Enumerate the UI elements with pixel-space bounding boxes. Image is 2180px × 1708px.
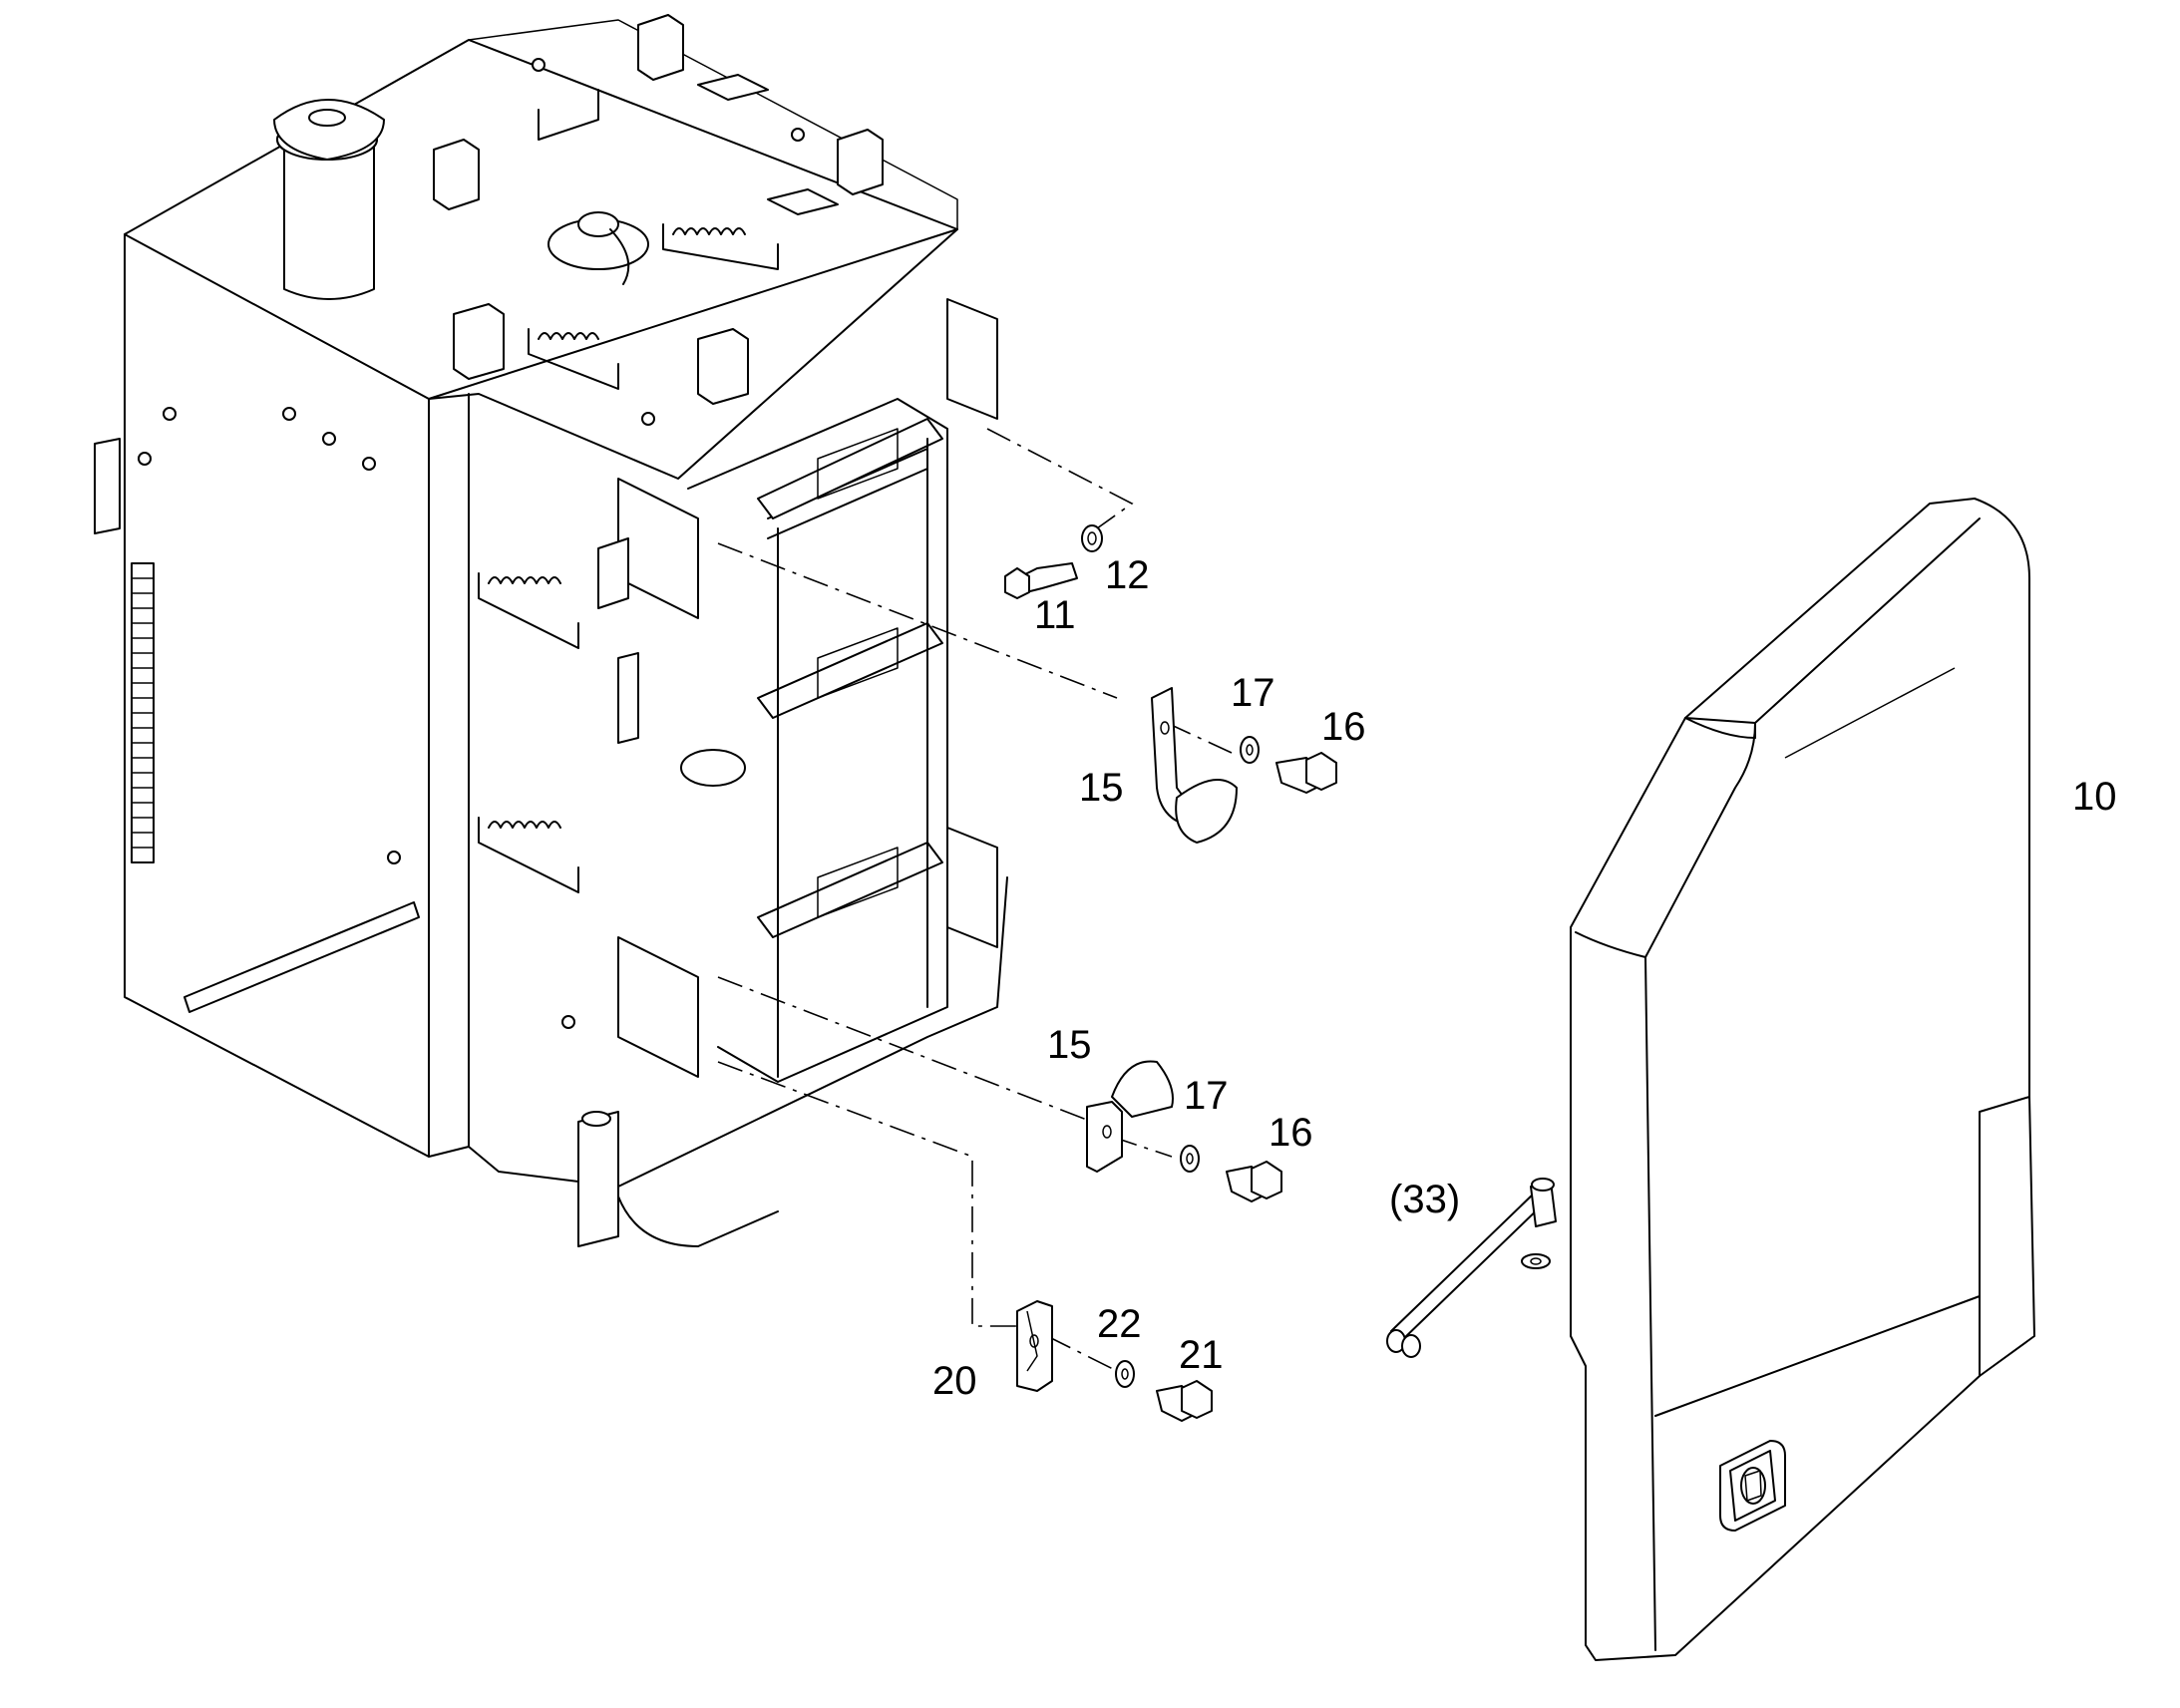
callout-17-lower: 17 (1184, 1074, 1229, 1118)
bolt-16-lower (1226, 1161, 1282, 1202)
washer-17-upper (1240, 736, 1260, 764)
mounting-brackets (597, 298, 998, 1078)
support-rod-33 (1386, 1178, 1557, 1358)
leader-lines (717, 428, 1233, 1372)
tank-frame-assembly (94, 14, 1008, 1247)
callout-17-upper: 17 (1231, 671, 1275, 715)
washer-22 (1115, 1360, 1135, 1388)
callout-labels: 10 11 12 15 15 16 16 17 17 20 21 22 (33) (932, 553, 2117, 1403)
callout-15-upper: 15 (1079, 766, 1124, 810)
callout-11: 11 (1034, 593, 1076, 637)
step-frame (687, 398, 948, 1083)
callout-22: 22 (1097, 1302, 1142, 1346)
door-handle-icon (1719, 1440, 1786, 1532)
callout-20: 20 (932, 1359, 977, 1403)
filler-cap (273, 99, 385, 300)
drain-pipe (577, 1111, 779, 1247)
hose-clip-combs (478, 89, 779, 893)
callout-16-lower: 16 (1269, 1111, 1313, 1155)
callout-33: (33) (1389, 1178, 1460, 1221)
callout-12: 12 (1105, 553, 1150, 597)
washer-17-lower (1180, 1145, 1200, 1173)
studs (138, 58, 805, 1029)
callout-16-upper: 16 (1321, 705, 1366, 749)
bolt-11 (1004, 562, 1078, 599)
bolt-21 (1156, 1380, 1213, 1422)
callout-21: 21 (1179, 1333, 1224, 1377)
level-sensor (547, 211, 649, 285)
washer-12 (1081, 524, 1103, 552)
left-tab (94, 438, 121, 534)
bracket-20 (1016, 1300, 1053, 1392)
bracket-15-upper (1151, 687, 1238, 844)
serrated-strip (131, 562, 420, 1013)
door-panel-10 (1570, 498, 2035, 1661)
bracket-15-lower (1086, 1060, 1174, 1173)
callout-15-lower: 15 (1047, 1023, 1092, 1067)
callout-10: 10 (2072, 775, 2117, 819)
bolt-16-upper (1275, 752, 1337, 794)
top-blocks (433, 14, 884, 405)
